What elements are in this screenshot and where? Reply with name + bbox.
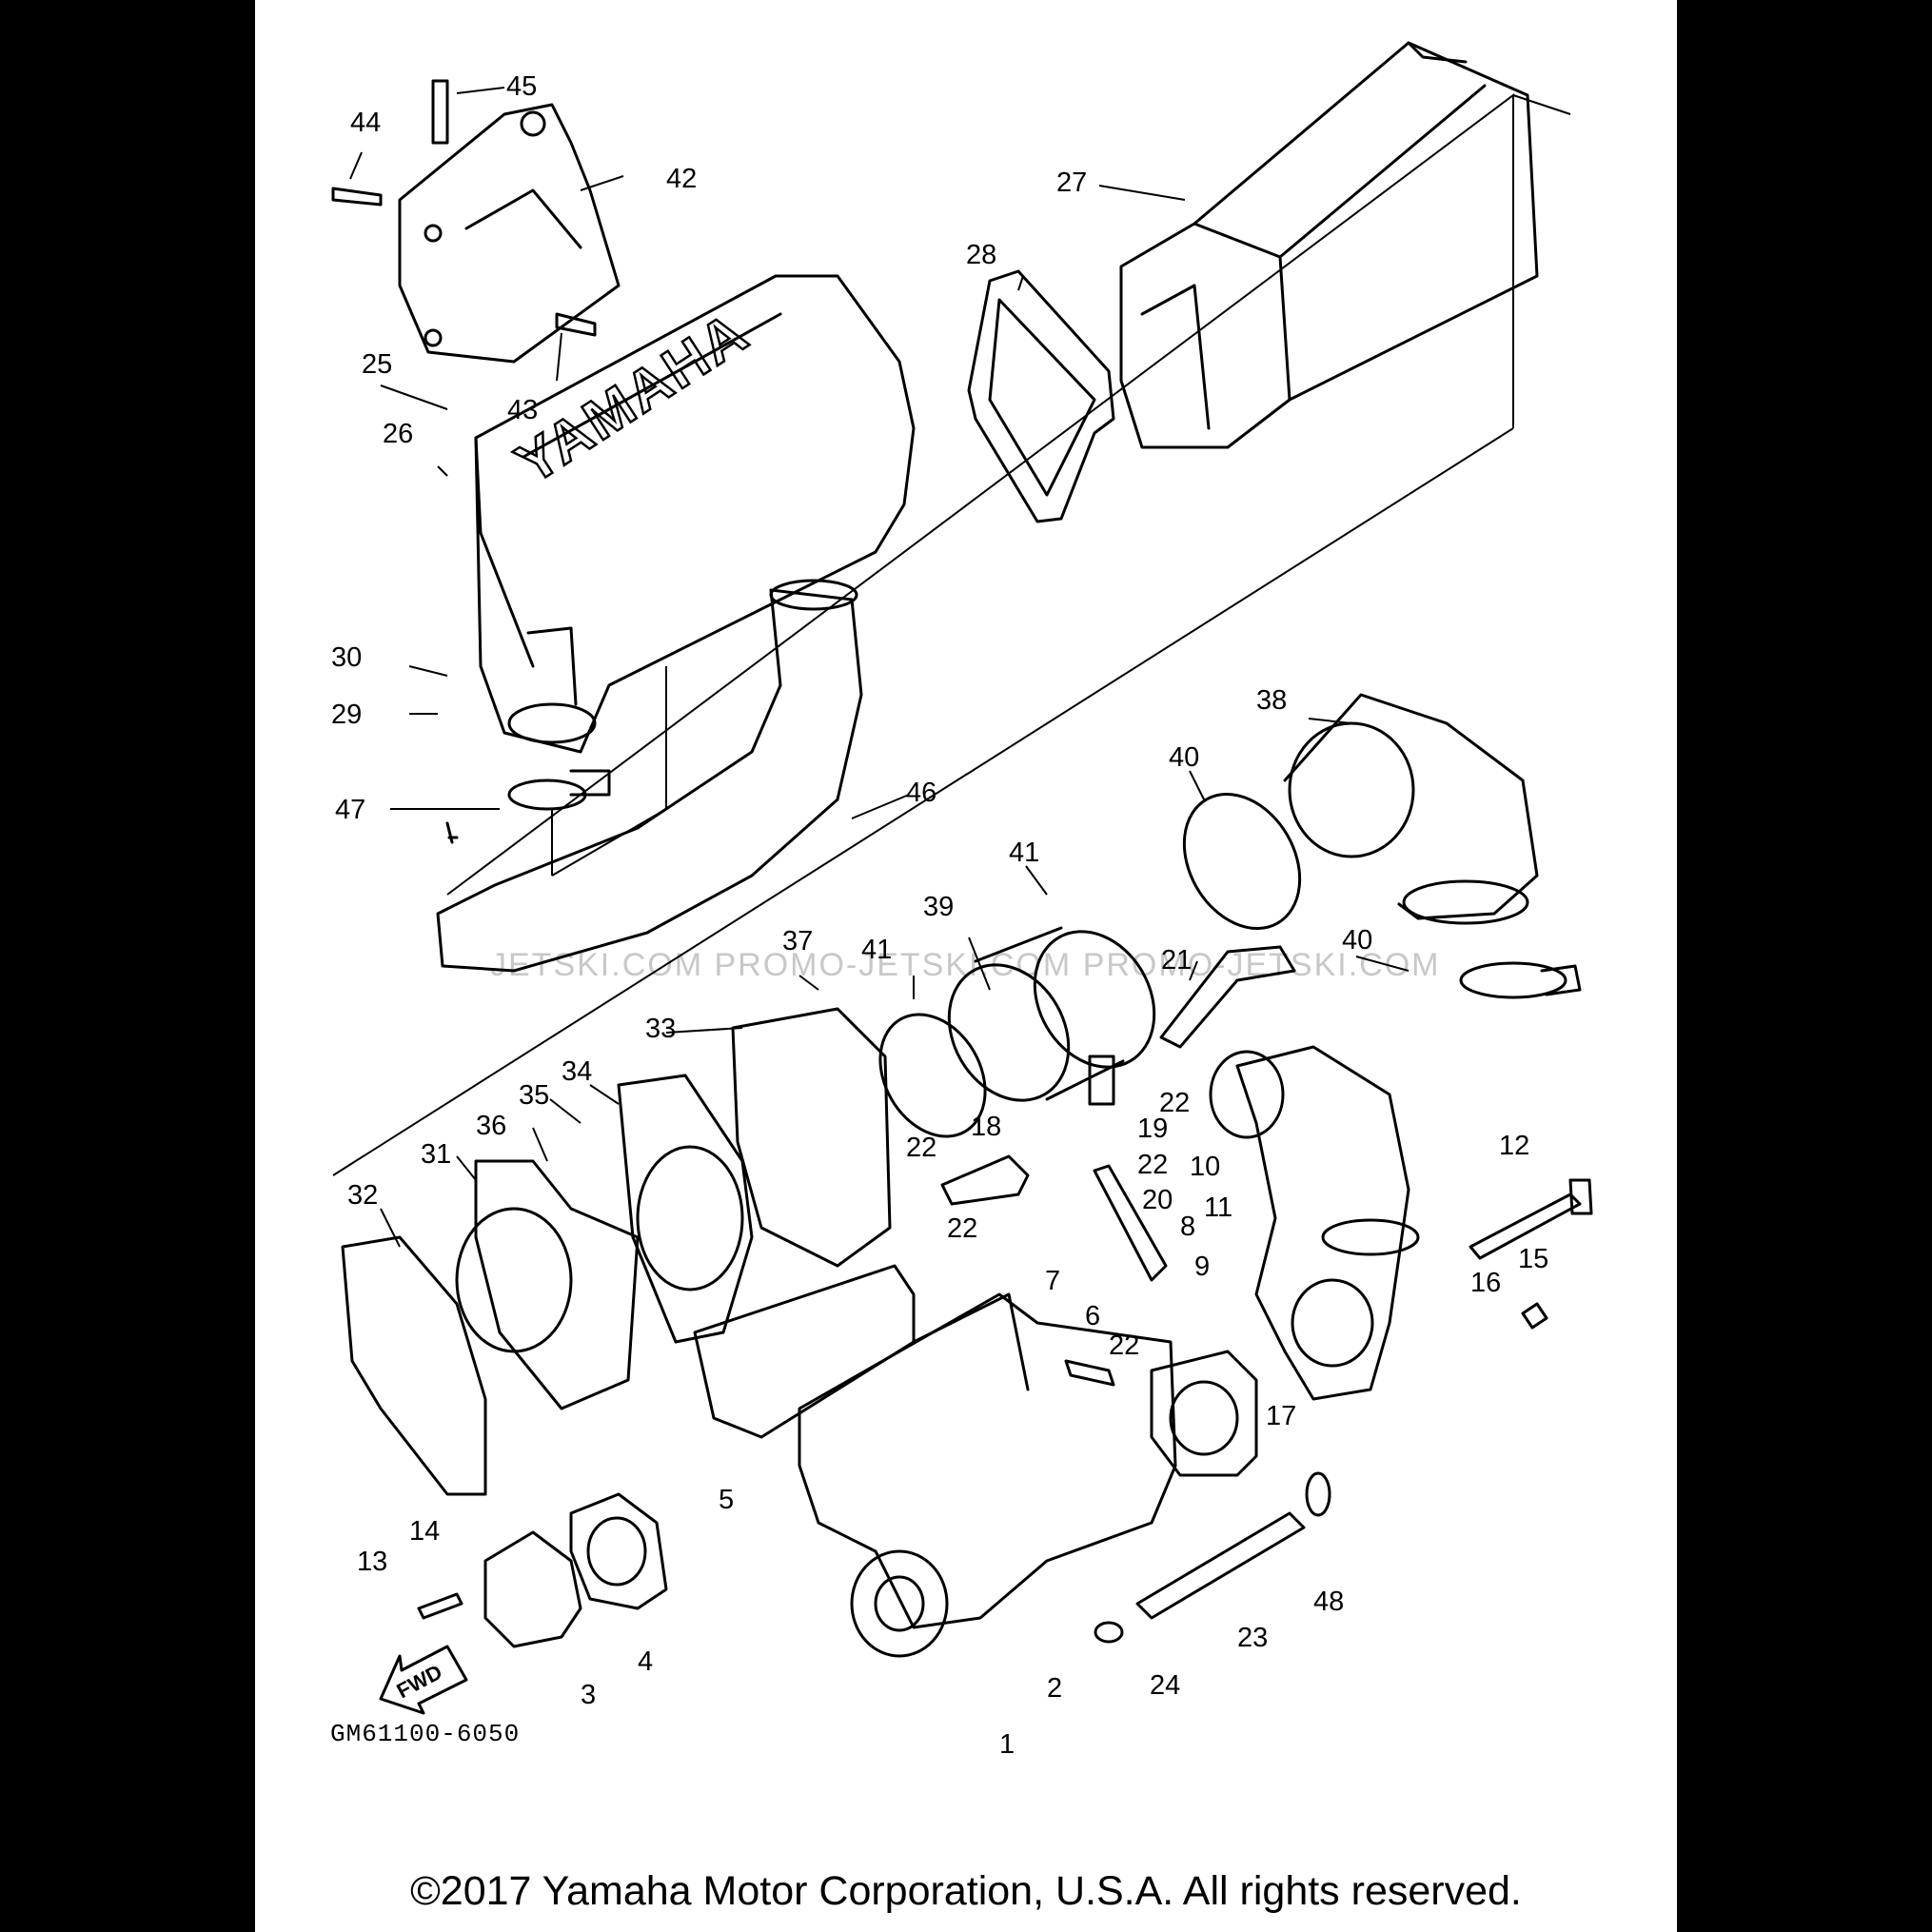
- callout-33: 33: [645, 1014, 676, 1044]
- parts-diagram-sheet: [255, 0, 1677, 1932]
- exhaust-elbow-8: [1209, 1045, 1420, 1401]
- callout-46: 46: [906, 778, 936, 808]
- leader-lines: [349, 87, 1410, 1248]
- bolts-43-44-45: [331, 79, 597, 844]
- callout-15: 15: [1518, 1244, 1548, 1274]
- small-bolts: [417, 1302, 1548, 1620]
- callout-16: 16: [1470, 1268, 1501, 1298]
- hoses-18-20: [940, 1055, 1168, 1282]
- callout-4: 4: [638, 1646, 653, 1677]
- callout-12: 12: [1499, 1131, 1529, 1161]
- callout-22-e: 22: [1109, 1331, 1139, 1361]
- callout-41-mid: 41: [861, 935, 892, 965]
- callout-31: 31: [421, 1139, 451, 1170]
- callout-7: 7: [1045, 1266, 1060, 1296]
- callout-22-b: 22: [1137, 1150, 1168, 1180]
- gasket-5: [693, 1264, 916, 1439]
- callout-41-top: 41: [1009, 838, 1039, 868]
- callout-24: 24: [1150, 1670, 1180, 1701]
- gasket-28: [967, 269, 1115, 523]
- cover-3-gasket-4: [483, 1492, 668, 1648]
- callout-9: 9: [1194, 1252, 1210, 1282]
- callout-42: 42: [666, 164, 697, 194]
- callout-26: 26: [383, 419, 413, 449]
- bolt-12: [1469, 1178, 1593, 1260]
- bracket-42: [398, 103, 621, 364]
- callout-8: 8: [1180, 1212, 1195, 1242]
- copyright-notice: ©2017 Yamaha Motor Corporation, U.S.A. A…: [410, 1868, 1522, 1914]
- callout-44: 44: [350, 108, 381, 138]
- callout-48: 48: [1313, 1587, 1344, 1617]
- callout-34: 34: [562, 1056, 592, 1087]
- callout-23: 23: [1237, 1623, 1268, 1653]
- callout-21: 21: [1161, 945, 1192, 976]
- callout-35: 35: [519, 1080, 549, 1111]
- callout-40-right: 40: [1342, 925, 1372, 956]
- muffler-25: YAMAHA: [474, 274, 916, 754]
- callout-36: 36: [476, 1111, 506, 1141]
- callout-39: 39: [923, 892, 954, 922]
- callout-43: 43: [507, 395, 538, 425]
- callout-19: 19: [1137, 1114, 1168, 1144]
- callout-47: 47: [335, 795, 365, 825]
- callout-22-c: 22: [906, 1133, 936, 1163]
- frame-lines: [332, 93, 1571, 1176]
- callout-37: 37: [782, 926, 813, 956]
- callout-29: 29: [331, 700, 362, 730]
- callout-25: 25: [362, 349, 392, 380]
- callout-40-top: 40: [1169, 742, 1199, 773]
- connector-39-clamps-41: [878, 926, 1156, 1138]
- yamaha-logo: YAMAHA: [505, 299, 760, 495]
- callout-30: 30: [331, 642, 362, 673]
- hose-21: [1159, 945, 1296, 1049]
- callout-18: 18: [971, 1112, 1001, 1142]
- gaskets-31-34: [341, 1007, 892, 1496]
- exhaust-pipe-46: [436, 579, 863, 973]
- callout-38: 38: [1256, 685, 1287, 716]
- callout-1: 1: [999, 1729, 1015, 1760]
- exhaust-manifold-1: [798, 1292, 1177, 1658]
- callout-5: 5: [719, 1485, 734, 1515]
- callout-20: 20: [1142, 1185, 1173, 1215]
- clamp-47: [507, 769, 611, 811]
- callout-14: 14: [409, 1516, 440, 1547]
- callout-11: 11: [1204, 1193, 1232, 1223]
- callout-28: 28: [966, 240, 996, 270]
- clamps-40: [1182, 792, 1582, 999]
- pipe-23-clamps: [1094, 1471, 1331, 1644]
- callout-22-a: 22: [1159, 1088, 1190, 1118]
- exhaust-chamber-27: [1119, 41, 1539, 449]
- callout-32: 32: [347, 1180, 378, 1211]
- callout-22-d: 22: [947, 1213, 977, 1244]
- elbow-38: [1283, 693, 1539, 925]
- diagram-code: GM61100-6050: [330, 1720, 521, 1748]
- callout-13: 13: [357, 1547, 387, 1577]
- callout-2: 2: [1047, 1673, 1062, 1704]
- fwd-arrow: FWD: [379, 1645, 468, 1715]
- callout-27: 27: [1056, 168, 1087, 198]
- callout-3: 3: [581, 1680, 596, 1710]
- callout-10: 10: [1190, 1152, 1220, 1182]
- callout-labels: 45 44 42 27 28 25 43 26 30 29 47 46 38 4…: [331, 71, 1548, 1760]
- callout-45: 45: [506, 71, 537, 102]
- gasket-17: [1150, 1350, 1258, 1477]
- callout-6: 6: [1085, 1301, 1100, 1331]
- callout-17: 17: [1266, 1401, 1296, 1431]
